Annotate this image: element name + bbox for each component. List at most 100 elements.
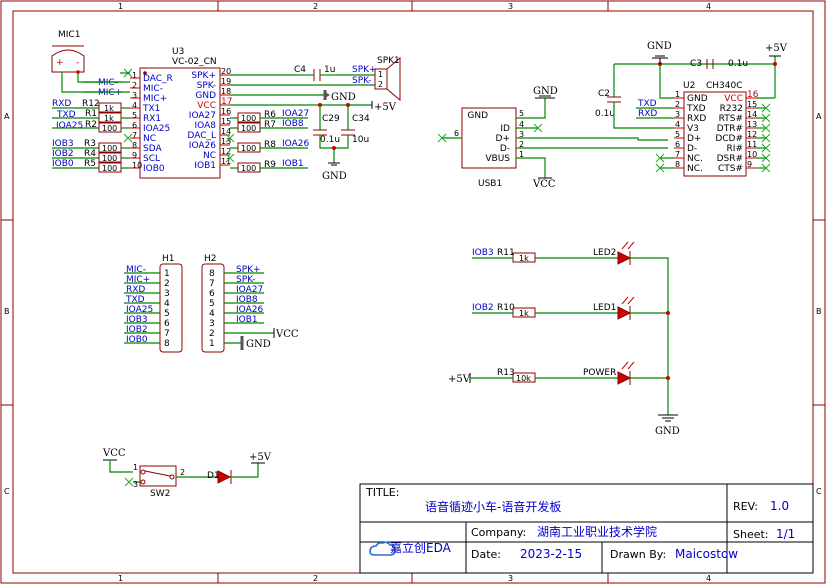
u3-pin-name: IOA27: [189, 111, 216, 121]
row-label: C: [4, 487, 10, 496]
net-label: IOB2: [126, 325, 148, 335]
u3-pin-num: 6: [132, 121, 137, 130]
net-label: TXD: [637, 99, 657, 109]
gnd-label: GND: [647, 41, 672, 52]
gnd-label: GND: [331, 92, 356, 103]
sw2-switch-d1-diode: VCC 1 3 2 SW2 D1 +5V: [102, 448, 272, 499]
d1-ref: D1: [207, 471, 220, 481]
x-mark: [124, 477, 134, 487]
col-label: 4: [706, 2, 711, 11]
res-ref: R12: [82, 99, 100, 109]
row-label: C: [816, 487, 822, 496]
c2-value: 0.1u: [595, 109, 615, 119]
h2-pin-num: 6: [209, 289, 215, 299]
h2-pin-num: 4: [209, 309, 215, 319]
led-ref: POWER: [583, 368, 616, 378]
c2-ref: C2: [598, 89, 610, 99]
res-ref: R9: [264, 160, 276, 170]
u2-pin-num: 4: [675, 120, 680, 129]
net-label: IOA27: [236, 285, 263, 295]
date-value: 2023-2-15: [520, 547, 582, 561]
spk-net: SPK-: [352, 76, 371, 86]
u3-pin-num: 16: [221, 107, 231, 116]
usb-shield-num: 6: [454, 129, 459, 138]
res-ref: R10: [497, 303, 515, 313]
u3-pin-num: 10: [132, 161, 142, 170]
u2-pin-num: 13: [747, 120, 757, 129]
u3-pin-num: 20: [221, 67, 231, 76]
col-label: 4: [706, 574, 711, 583]
row-label: A: [4, 112, 10, 121]
h1-pin-num: 3: [164, 289, 170, 299]
spk1-speaker: SPK1 SPK+ SPK- 1 2: [352, 56, 401, 102]
res-value: 1k: [519, 309, 529, 318]
net-label: IOB1: [236, 315, 258, 325]
u2-pin-name: NC.: [687, 154, 703, 164]
h2-pin-num: 7: [209, 279, 215, 289]
plus5v-label: +5V: [448, 374, 471, 385]
u2-pin-num: 5: [675, 130, 680, 139]
net-label: MIC-: [126, 265, 146, 275]
net-label: RXD: [52, 99, 71, 109]
u3-pin-num: 14: [221, 127, 231, 136]
c3-ref: C3: [690, 59, 702, 69]
h2-ref: H2: [204, 254, 217, 264]
u2-pin-name: RXD: [687, 114, 706, 124]
u2-pin-num: 12: [747, 130, 757, 139]
u3-pin-name: TX1: [142, 104, 160, 114]
c29-ref: C29: [322, 114, 340, 124]
res-ref: R11: [497, 248, 515, 258]
u3-pin-name: SDA: [143, 144, 162, 154]
x-mark: [761, 113, 771, 123]
u3-pin-num: 19: [221, 77, 231, 86]
res-value: 100: [241, 124, 256, 133]
date-label: Date:: [471, 548, 501, 561]
logo-text: 嘉立创EDA: [390, 540, 452, 555]
net-label: IOB2: [52, 149, 74, 159]
res-ref: R2: [85, 120, 97, 130]
c4-capacitor: C4 1u: [294, 65, 336, 81]
u3-pin-name: DAC_L: [187, 131, 216, 141]
net-label: IOB3: [52, 139, 74, 149]
res-ref: R7: [264, 120, 276, 130]
res-value: 100: [241, 114, 256, 123]
res-ref: R6: [264, 110, 276, 120]
vcc-label: VCC: [532, 179, 556, 190]
u3-pin-num: 1: [132, 71, 137, 80]
res-value: 100: [241, 144, 256, 153]
u3-pin-name: NC: [143, 134, 156, 144]
col-label: 1: [118, 574, 123, 583]
h1-pin-num: 8: [164, 339, 170, 349]
plus5v-symbol: +5V: [371, 101, 397, 113]
gnd-label: GND: [533, 86, 558, 97]
u3-pin-name: SPK-: [197, 81, 216, 91]
h2-pin-num: 2: [209, 329, 215, 339]
u2-pin-name: NC.: [687, 164, 703, 174]
sw-pin: 1: [133, 463, 138, 472]
x-mark: [761, 153, 771, 163]
net-label: SPK-: [236, 275, 255, 285]
res-ref: R3: [84, 139, 96, 149]
c29-c34-capacitors: C29 C34 0.1u 10u GND: [313, 105, 370, 182]
c34-ref: C34: [352, 114, 370, 124]
u2-pin-name: TXD: [686, 104, 706, 114]
sw-pin: 2: [180, 468, 185, 477]
h1-ref: H1: [162, 254, 175, 264]
u3-pin-name: IOA25: [143, 124, 170, 134]
net-label: RXD: [638, 109, 657, 119]
rev-value: 1.0: [770, 499, 789, 513]
plus5v-label: +5V: [765, 43, 788, 54]
res-value: 100: [102, 124, 117, 133]
u2-pin-name: GND: [687, 94, 708, 104]
c4-value: 1u: [324, 65, 335, 75]
res-value: 1k: [519, 254, 529, 263]
h2-pin-num: 3: [209, 319, 215, 329]
u3-pin-name: SCL: [143, 154, 160, 164]
net-label: IOA27: [282, 109, 309, 119]
u3-pin-num: 15: [221, 117, 231, 126]
led-glyph: [617, 296, 635, 320]
row-label: A: [816, 112, 822, 121]
